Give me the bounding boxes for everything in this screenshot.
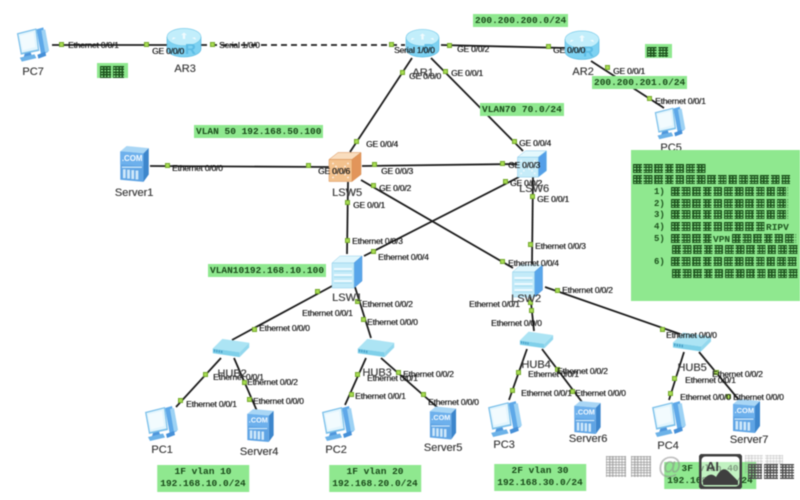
svg-text:.COM: .COM [431,413,450,422]
svg-text:R: R [185,41,196,58]
svg-text:.COM: .COM [735,406,755,415]
svg-text:R: R [583,44,594,61]
svg-text:.COM: .COM [122,154,143,163]
svg-text:.COM: .COM [249,416,268,425]
svg-text:.COM: .COM [576,408,595,417]
svg-text:R: R [423,42,434,58]
svg-text:AI: AI [706,459,719,474]
